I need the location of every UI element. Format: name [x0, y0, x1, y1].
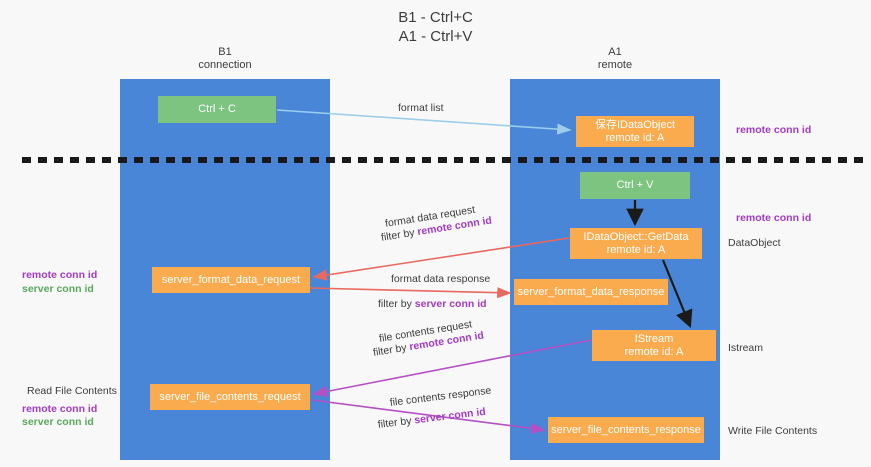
label-format-data-response-filter: filter by server conn id — [378, 297, 487, 311]
annotation-left-server-conn-id-low: server conn id — [22, 416, 94, 428]
annotation-dataobject: DataObject — [728, 237, 781, 249]
filter-key-server-conn-id: server conn id — [414, 298, 487, 310]
annotation-left-server-conn-id-mid: server conn id — [22, 283, 94, 295]
annotation-istream: Istream — [728, 342, 764, 354]
edge-file-contents-response — [311, 399, 546, 434]
annotation-left-remote-conn-id-mid: remote conn id — [22, 269, 98, 281]
annotation-read-file-contents: Read File Contents — [27, 385, 117, 397]
annotation-left-remote-conn-id-low: remote conn id — [22, 403, 98, 415]
filter-prefix: filter by — [378, 298, 415, 310]
annotation-remote-conn-id-top: remote conn id — [736, 124, 812, 136]
node-server-format-data-response[interactable]: server_format_data_response — [514, 279, 668, 305]
edge-format-data-request — [312, 237, 570, 281]
annotation-write-file-contents: Write File Contents — [728, 425, 818, 437]
node-ctrl-v[interactable]: Ctrl + V — [580, 172, 690, 199]
edge-file-contents-request — [312, 339, 592, 398]
label-format-list: format list — [398, 102, 444, 114]
label-format-data-response: format data response — [391, 273, 491, 285]
node-ctrl-c[interactable]: Ctrl + C — [158, 96, 276, 123]
edge-getdata-istream — [661, 259, 693, 329]
edge-format-data-response — [309, 287, 512, 299]
node-server-file-contents-request[interactable]: server_file_contents_request — [150, 384, 310, 410]
edge-format-list — [276, 109, 572, 135]
node-server-format-data-request[interactable]: server_format_data_request — [152, 267, 310, 293]
annotation-remote-conn-id-mid: remote conn id — [736, 212, 812, 224]
node-server-file-contents-response[interactable]: server_file_contents_response — [548, 417, 704, 443]
